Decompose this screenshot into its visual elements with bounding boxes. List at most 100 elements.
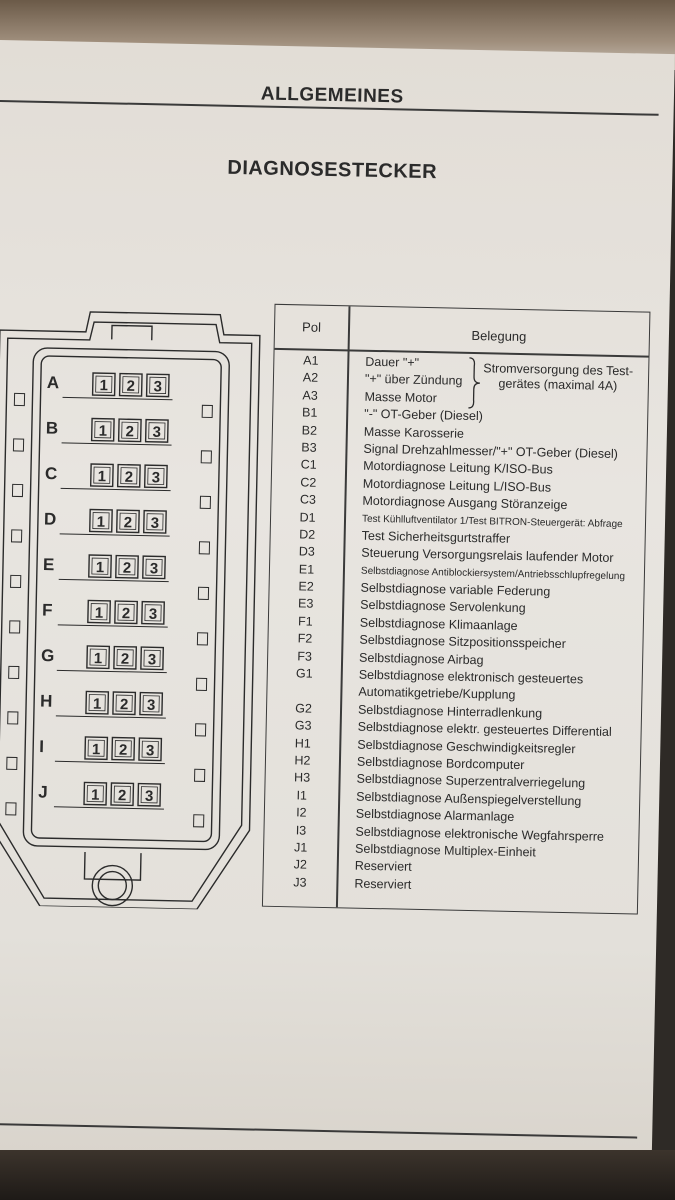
pin-id: C2 — [300, 475, 317, 490]
pin-number: 1 — [99, 377, 108, 394]
pin-number: 3 — [148, 651, 157, 668]
pin-box — [144, 418, 169, 443]
pin-box — [110, 782, 135, 807]
row-letter: I — [39, 737, 44, 756]
pin-box — [84, 736, 109, 761]
pin-id: G2 — [295, 701, 313, 716]
pin-id: E2 — [298, 579, 314, 594]
pin-id: B2 — [301, 422, 318, 438]
pin-number: 1 — [98, 468, 107, 485]
row-letter: G — [41, 646, 55, 665]
page-title: DIAGNOSESTECKER — [227, 156, 438, 184]
row-letter: B — [46, 419, 59, 438]
pin-id: C1 — [300, 457, 317, 473]
row-letter: H — [40, 691, 53, 710]
pin-id: B1 — [301, 405, 318, 420]
pin-number: 1 — [93, 696, 102, 713]
row-letter: D — [44, 510, 57, 529]
row-letter: C — [45, 464, 58, 483]
pin-box — [117, 418, 142, 443]
pin-id: I2 — [296, 805, 307, 820]
pin-box — [143, 509, 167, 534]
pin-box — [89, 508, 113, 533]
pin-description: Masse Karosserie — [363, 424, 465, 441]
pin-number: 3 — [152, 469, 161, 486]
pin-number: 1 — [94, 650, 103, 667]
pin-number: 1 — [95, 605, 104, 622]
pin-box — [115, 554, 139, 579]
pin-id: H1 — [294, 735, 311, 751]
pin-number: 3 — [147, 697, 156, 714]
pin-box — [90, 417, 115, 442]
column-header-belegung: Belegung — [471, 327, 527, 345]
pin-description: Dauer "+" — [365, 354, 420, 370]
pin-id: J1 — [293, 840, 308, 855]
pin-box — [89, 463, 114, 488]
pin-number: 3 — [146, 742, 155, 759]
pin-number: 2 — [125, 423, 134, 440]
pin-id: E1 — [298, 562, 315, 577]
pin-number: 3 — [150, 560, 159, 577]
pin-id: F1 — [297, 614, 313, 629]
pin-box — [137, 782, 162, 807]
pin-number: 1 — [92, 741, 101, 758]
pin-number: 3 — [149, 606, 158, 623]
pin-number: 3 — [153, 378, 162, 395]
pin-number: 2 — [125, 469, 134, 486]
pin-number: 1 — [91, 787, 100, 804]
pin-number: 2 — [122, 605, 131, 622]
pin-id: I3 — [295, 822, 307, 838]
pin-id: J3 — [293, 875, 307, 890]
pin-box — [142, 555, 166, 580]
power-supply-note: Stromversorgung des Test- gerätes (maxim… — [483, 361, 634, 394]
pin-number: 2 — [126, 378, 135, 395]
pin-number: 1 — [96, 559, 105, 576]
pin-box — [85, 690, 110, 715]
connector-housing — [0, 311, 261, 911]
pin-id: C3 — [299, 492, 317, 507]
pin-box — [88, 554, 112, 579]
connector-row: H 1 2 3 — [7, 690, 207, 737]
pin-box — [87, 599, 111, 624]
pin-id: A1 — [303, 353, 319, 368]
photo-background-bottom — [0, 1150, 675, 1200]
pin-number: 2 — [124, 514, 133, 531]
pin-number: 3 — [152, 424, 161, 441]
pin-box — [143, 464, 168, 489]
pin-id: F2 — [297, 631, 313, 646]
pin-number: 3 — [145, 788, 154, 805]
pin-box — [83, 781, 108, 806]
pin-id: H2 — [294, 753, 311, 768]
pin-box — [141, 600, 165, 625]
pin-id: F3 — [297, 649, 313, 664]
pin-box — [114, 600, 138, 625]
pin-box — [116, 463, 141, 488]
pin-number: 2 — [118, 787, 127, 804]
pin-id: D2 — [299, 527, 316, 542]
footer-rule — [0, 1122, 638, 1139]
column-header-pol: Pol — [301, 319, 322, 335]
pin-id: J2 — [293, 857, 308, 872]
pin-box — [113, 645, 138, 670]
pin-id: I1 — [296, 788, 308, 803]
pin-number: 1 — [98, 423, 107, 440]
pin-description: Reserviert — [354, 876, 412, 892]
curly-brace — [468, 357, 480, 409]
pin-id: G1 — [295, 666, 313, 681]
pin-box — [145, 373, 170, 398]
pin-number: 2 — [120, 696, 129, 713]
pin-number: 2 — [123, 560, 132, 577]
pin-id: D3 — [298, 544, 315, 560]
pin-number: 3 — [151, 515, 160, 532]
pin-description: "+" über Zündung — [364, 372, 463, 389]
pin-description: Masse Motor — [364, 389, 437, 406]
